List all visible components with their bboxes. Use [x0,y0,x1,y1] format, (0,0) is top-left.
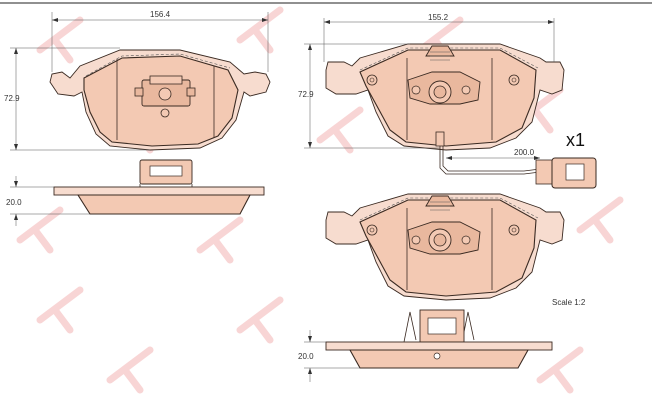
dim-thickness-left-label: 20.0 [6,198,22,207]
dim-width-right: 155.2 [323,13,555,62]
dim-width-right-label: 155.2 [428,13,449,22]
quantity-label: x1 [566,130,585,150]
dim-width-left: 156.4 [51,10,269,72]
dim-height-left: 72.9 [4,47,150,151]
left-pad-side: 20.0 [6,159,265,226]
dim-height-right-label: 72.9 [298,90,314,99]
right-pad-side: 20.0 [298,309,553,382]
wear-sensor: 200.0 [435,131,597,189]
right-pad-front-lower [325,193,565,301]
dim-height-left-label: 72.9 [4,94,20,103]
dim-height-right: 72.9 [298,43,440,149]
left-pad-front [49,49,271,151]
scale-label: Scale 1:2 [552,298,586,307]
dim-sensor-label: 200.0 [514,148,535,157]
right-pad-front-upper [325,43,565,151]
dim-thickness-right-label: 20.0 [298,352,314,361]
dim-width-left-label: 156.4 [150,10,171,19]
